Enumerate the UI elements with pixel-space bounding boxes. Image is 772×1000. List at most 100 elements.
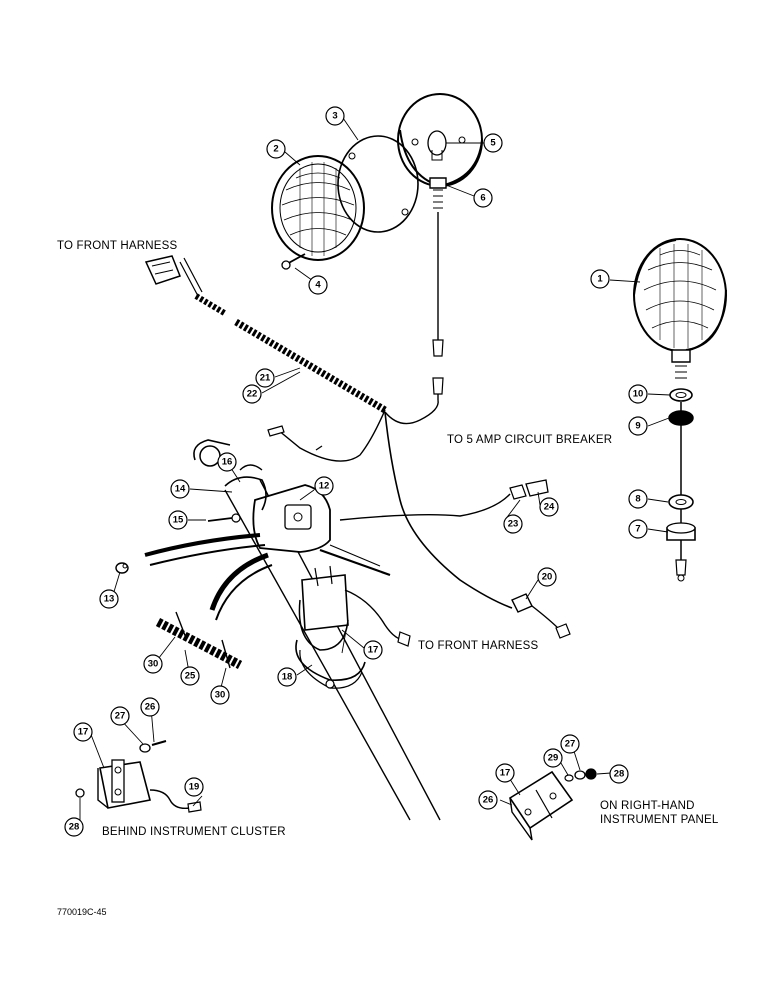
nut-7 [666,522,696,541]
svg-text:25: 25 [185,671,196,682]
lamp-lens [271,155,365,261]
top-lamp-assembly [271,93,483,357]
svg-text:30: 30 [215,690,226,701]
callout-10: 10 [628,384,648,404]
callout-29: 29 [543,748,563,768]
callout-8: 8 [628,489,648,509]
bulb-13 [115,562,129,574]
callout-15: 15 [168,510,188,530]
callout-13: 13 [99,589,119,609]
svg-text:10: 10 [633,389,644,400]
callout-19: 19 [184,777,204,797]
lamp-gasket [337,135,419,233]
callout-28-cluster: 28 [64,817,84,837]
leader-lines [79,117,671,820]
svg-text:12: 12 [319,481,330,492]
callout-30-right: 30 [210,685,230,705]
svg-text:30: 30 [148,659,159,670]
callouts: 1 2 3 4 5 6 7 8 9 10 12 13 14 15 16 17 1… [64,106,648,837]
right-lamp-lens [633,238,727,352]
svg-text:8: 8 [635,494,640,505]
flasher-unit [298,565,411,651]
svg-text:17: 17 [368,645,379,656]
figure-code: 770019C-45 [57,907,107,917]
svg-text:1: 1 [597,274,603,285]
callout-17-panel: 17 [495,763,515,783]
callout-25: 25 [180,666,200,686]
main-harness [144,255,571,639]
svg-text:22: 22 [247,389,258,400]
svg-text:26: 26 [145,702,156,713]
callout-21: 21 [255,368,275,388]
lamp-stud-and-wire [429,177,447,357]
washer-10 [669,388,693,402]
callout-17-cluster: 17 [73,722,93,742]
callout-14: 14 [170,479,190,499]
callout-20: 20 [537,567,557,587]
svg-text:6: 6 [480,193,485,204]
callout-27-cluster: 27 [110,706,130,726]
callout-22: 22 [242,384,262,404]
callout-5: 5 [483,133,503,153]
right-lamp-assembly [633,238,727,582]
svg-text:23: 23 [508,519,519,530]
right-lamp-stud [671,349,691,379]
callout-28-panel: 28 [609,764,629,784]
turn-signal-switch [252,484,391,577]
svg-text:28: 28 [69,822,80,833]
callout-2: 2 [266,139,286,159]
callout-16: 16 [217,452,237,472]
column-switch-assembly [115,439,441,821]
svg-text:17: 17 [78,727,89,738]
label-behind-instrument-cluster: BEHIND INSTRUMENT CLUSTER [102,826,286,838]
lamp-screw [281,253,306,270]
convolute-tube [194,293,387,414]
label-to-circuit-breaker: TO 5 AMP CIRCUIT BREAKER [447,434,613,446]
svg-text:4: 4 [315,280,321,291]
conduit-25 [155,611,243,669]
svg-text:18: 18 [282,672,293,683]
svg-text:19: 19 [189,782,200,793]
svg-text:24: 24 [544,502,555,513]
svg-text:9: 9 [635,421,640,432]
harness-connector [144,255,203,297]
svg-text:20: 20 [542,572,553,583]
callout-6: 6 [473,188,493,208]
svg-text:13: 13 [104,594,115,605]
callout-18: 18 [277,667,297,687]
label-to-front-harness-top: TO FRONT HARNESS [57,240,178,252]
callout-30-left: 30 [143,654,163,674]
callout-17-switch: 17 [363,640,383,660]
svg-text:27: 27 [115,711,126,722]
svg-text:7: 7 [635,524,640,535]
callout-26-cluster: 26 [140,697,160,717]
svg-text:17: 17 [500,768,511,779]
svg-text:5: 5 [490,138,496,149]
washer-8 [668,494,694,510]
callout-24: 24 [539,497,559,517]
callout-4: 4 [308,275,328,295]
callout-26-panel: 26 [478,790,498,810]
callout-27-panel: 27 [560,734,580,754]
label-to-front-harness-bottom: TO FRONT HARNESS [418,640,539,652]
cluster-flasher-assembly [75,740,202,813]
callout-3: 3 [325,106,345,126]
svg-text:3: 3 [332,111,337,122]
lamp-housing [397,93,483,188]
svg-text:21: 21 [260,373,271,384]
svg-text:14: 14 [175,484,186,495]
svg-text:16: 16 [222,457,233,468]
label-right-hand-panel-line2: INSTRUMENT PANEL [600,814,719,826]
callout-9: 9 [628,416,648,436]
callout-12: 12 [314,476,334,496]
svg-text:15: 15 [173,515,184,526]
svg-text:28: 28 [614,769,625,780]
callout-23: 23 [503,514,523,534]
svg-text:2: 2 [273,144,278,155]
callout-1: 1 [590,269,610,289]
label-right-hand-panel-line1: ON RIGHT-HAND [600,800,695,812]
callout-7: 7 [628,519,648,539]
svg-text:27: 27 [565,739,576,750]
svg-text:29: 29 [548,753,559,764]
